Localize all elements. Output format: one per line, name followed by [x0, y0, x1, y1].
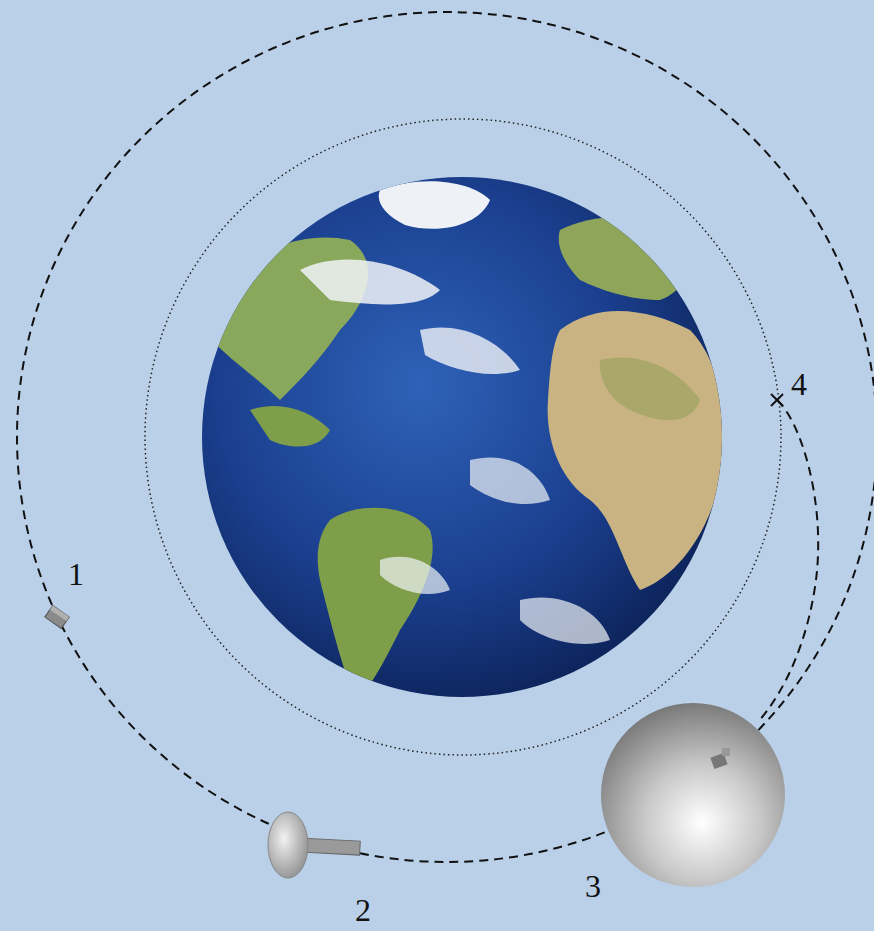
callout-number: 1 — [68, 558, 84, 590]
inner-orbit — [145, 119, 781, 755]
inflated-sphere — [601, 703, 785, 887]
callout-number: 2 — [355, 894, 371, 926]
earth — [202, 177, 725, 700]
reentry-cross — [771, 394, 783, 406]
callout-number: 4 — [791, 368, 807, 400]
deployed-dish — [268, 812, 360, 878]
callout-number: 3 — [585, 870, 601, 902]
satellite-box — [45, 606, 69, 629]
return-path — [758, 400, 818, 722]
